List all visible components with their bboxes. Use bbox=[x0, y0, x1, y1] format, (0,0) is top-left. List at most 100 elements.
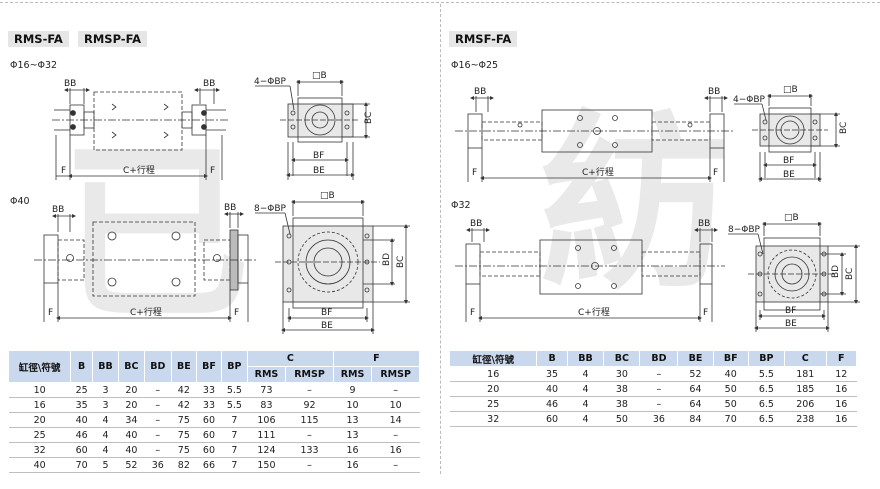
table-cell: 64 bbox=[677, 381, 714, 397]
table-cell: 33 bbox=[196, 382, 222, 398]
col-header: BP bbox=[747, 350, 785, 367]
table-cell: 16 bbox=[8, 397, 71, 413]
table-cell: 30 bbox=[603, 366, 640, 382]
table-cell: 60 bbox=[196, 412, 222, 428]
table-cell: 40 bbox=[118, 427, 145, 443]
table-cell: – bbox=[144, 382, 172, 398]
table-cell: – bbox=[639, 381, 678, 397]
dim-square-r2: □B bbox=[784, 213, 799, 223]
subheader-c-rmsp: RMSP bbox=[285, 366, 334, 383]
table-cell: 6.5 bbox=[748, 411, 785, 427]
table-cell: 42 bbox=[171, 397, 197, 413]
table-cell: – bbox=[144, 442, 172, 458]
table-cell: 38 bbox=[603, 396, 640, 412]
table-cell: 38 bbox=[603, 381, 640, 397]
dim-c-r1: C+行程 bbox=[582, 166, 614, 178]
table-cell: 75 bbox=[171, 442, 197, 458]
table-cell: 20 bbox=[8, 412, 71, 428]
dim-bb-l1b: BB bbox=[203, 79, 215, 89]
col-header-b: B bbox=[70, 350, 93, 383]
drawing-left-side-2 bbox=[34, 212, 258, 322]
col-header-f: F bbox=[332, 350, 421, 367]
table-cell: 83 bbox=[247, 397, 286, 413]
table-cell: 35 bbox=[536, 366, 568, 382]
table-cell: 181 bbox=[784, 366, 827, 382]
table-cell: – bbox=[371, 382, 420, 398]
dim-bf-l1: BF bbox=[313, 151, 324, 161]
table-cell: 16 bbox=[449, 366, 537, 382]
table-cell: 206 bbox=[784, 396, 827, 412]
table-cell: – bbox=[144, 397, 172, 413]
table-cell: 3 bbox=[92, 382, 119, 398]
table-cell: 40 bbox=[118, 442, 145, 458]
table-cell: 40 bbox=[70, 412, 93, 428]
table-cell: 46 bbox=[70, 427, 93, 443]
table-cell: 40 bbox=[713, 366, 749, 382]
table-cell: 5 bbox=[92, 457, 119, 473]
dim-bd-r2: BD bbox=[831, 265, 841, 278]
table-cell: 5.5 bbox=[748, 366, 785, 382]
table-cell: 7 bbox=[221, 427, 248, 443]
dim-square-r1: □B bbox=[783, 85, 798, 95]
col-header: BD bbox=[639, 350, 679, 367]
series-label-rms-fa: RMS-FA bbox=[8, 31, 69, 47]
dim-f-r2b: F bbox=[703, 308, 708, 318]
subheader-f-rmsp: RMSP bbox=[371, 366, 420, 383]
size-range-right-2: Φ32 bbox=[451, 200, 471, 211]
col-header: BF bbox=[712, 350, 749, 367]
dim-f-r1: F bbox=[472, 168, 477, 178]
table-cell: 36 bbox=[639, 411, 678, 427]
drawing-left-end-1 bbox=[255, 80, 370, 180]
watermark-char-1: 已 bbox=[60, 124, 251, 345]
dim-square-l1: □B bbox=[312, 71, 327, 81]
table-cell: 92 bbox=[285, 397, 334, 413]
col-header: BB bbox=[566, 350, 605, 367]
column-divider bbox=[440, 4, 441, 474]
col-header-bb: BB bbox=[91, 350, 120, 383]
table-cell: 35 bbox=[70, 397, 93, 413]
dim-f-r1b: F bbox=[713, 168, 718, 178]
table-cell: 16 bbox=[371, 442, 420, 458]
table-cell: 4 bbox=[92, 412, 119, 428]
drawing-right-end-2 bbox=[728, 222, 860, 332]
dim-f-l2b: F bbox=[234, 308, 239, 318]
dim-hole-r1: 4−ΦBP bbox=[733, 95, 766, 105]
table-cell: 70 bbox=[70, 457, 93, 473]
table-cell: 36 bbox=[144, 457, 172, 473]
table-cell: 25 bbox=[8, 427, 71, 443]
col-header: C bbox=[783, 350, 827, 367]
table-cell: 133 bbox=[285, 442, 334, 458]
dim-hole-l1: 4−ΦBP bbox=[254, 77, 287, 87]
dim-c-r2: C+行程 bbox=[578, 306, 610, 318]
drawing-right-side-1 bbox=[455, 96, 735, 182]
spec-table-left: 缸徑\符號 B BB BC BD BE BF BP C F RMS RMSP R… bbox=[7, 350, 421, 473]
table-cell: 50 bbox=[713, 396, 749, 412]
table-cell: 16 bbox=[826, 381, 857, 397]
table-cell: 16 bbox=[826, 396, 857, 412]
size-range-left-2: Φ40 bbox=[10, 196, 30, 207]
table-cell: 238 bbox=[784, 411, 827, 427]
table-cell: 20 bbox=[118, 397, 145, 413]
col-header: B bbox=[536, 350, 568, 367]
table-cell: 52 bbox=[118, 457, 145, 473]
subheader-f-rms: RMS bbox=[332, 366, 373, 383]
series-label-rmsf-fa: RMSF-FA bbox=[449, 31, 518, 47]
table-cell: 7 bbox=[221, 442, 248, 458]
table-cell: 75 bbox=[171, 412, 197, 428]
table-cell: 50 bbox=[713, 381, 749, 397]
table-cell: 33 bbox=[196, 397, 222, 413]
col-header: 缸徑\符號 bbox=[448, 350, 538, 367]
col-header-bd: BD bbox=[143, 350, 172, 383]
dim-f-l1b: F bbox=[210, 166, 215, 176]
col-header: F bbox=[825, 350, 858, 367]
table-cell: 64 bbox=[677, 396, 714, 412]
subheader-c-rms: RMS bbox=[246, 366, 287, 383]
table-cell: 60 bbox=[196, 442, 222, 458]
table-cell: 46 bbox=[536, 396, 568, 412]
table-cell: 20 bbox=[449, 381, 537, 397]
table-cell: 84 bbox=[677, 411, 714, 427]
dim-bb-r2a: BB bbox=[470, 219, 482, 229]
